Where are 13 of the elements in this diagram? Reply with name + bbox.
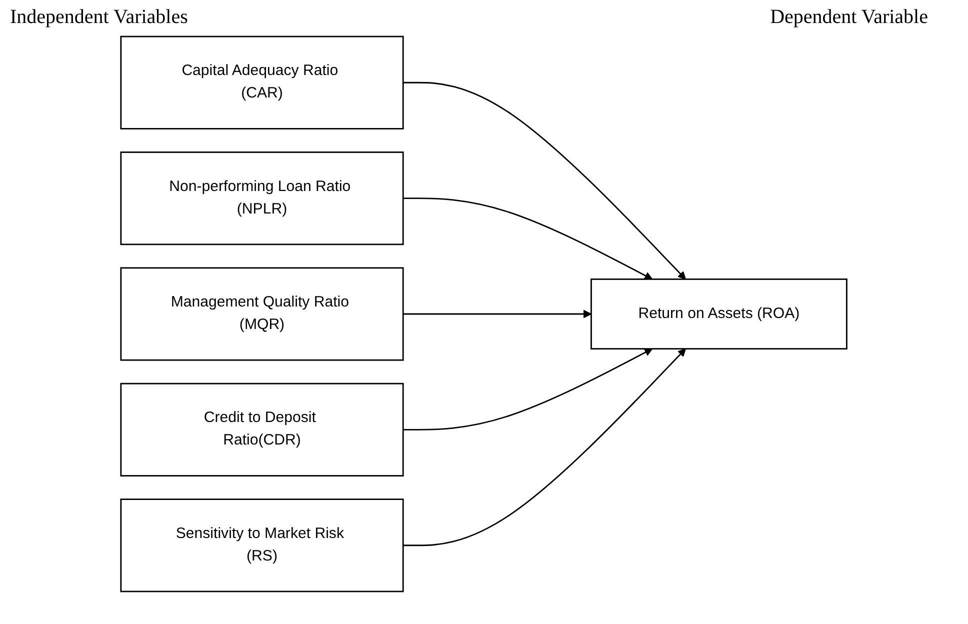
node-box: Non-performing Loan Ratio (NPLR) <box>120 152 404 246</box>
node-box: Credit to Deposit Ratio(CDR) <box>120 382 404 476</box>
column-heading: Dependent Variable <box>770 6 928 29</box>
arrow <box>403 348 653 430</box>
node-box: Capital Adequacy Ratio (CAR) <box>120 36 404 130</box>
node-box: Sensitivity to Market Risk (RS) <box>120 498 404 592</box>
column-heading: Independent Variables <box>10 6 188 29</box>
arrow <box>403 198 653 280</box>
node-box: Management Quality Ratio (MQR) <box>120 267 404 361</box>
arrow <box>403 310 592 318</box>
arrow <box>403 348 686 546</box>
arrow <box>403 82 686 280</box>
node-box: Return on Assets (ROA) <box>590 278 848 350</box>
